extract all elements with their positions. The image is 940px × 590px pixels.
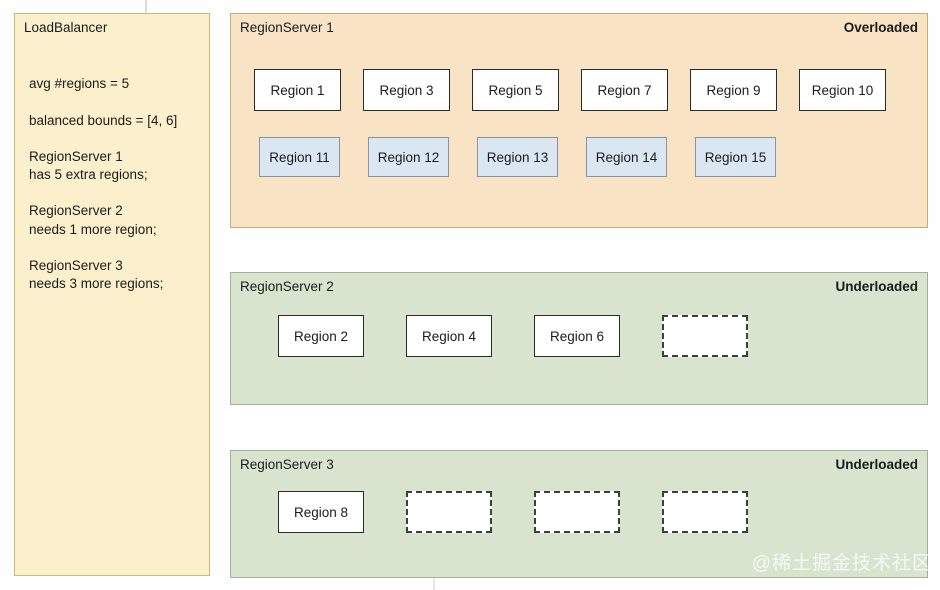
rs3-note-name: RegionServer 3 bbox=[29, 258, 123, 273]
region-box: Region 6 bbox=[534, 315, 620, 357]
rs2-note-name: RegionServer 2 bbox=[29, 203, 123, 218]
artifact-tick-top bbox=[145, 0, 147, 13]
rs3-note-detail: needs 3 more regions; bbox=[29, 276, 164, 291]
balanced-bounds-note: balanced bounds = [4, 6] bbox=[29, 113, 178, 128]
regionserver-2-panel: RegionServer 2 Underloaded Region 2 Regi… bbox=[230, 272, 928, 405]
rs2-note-detail: needs 1 more region; bbox=[29, 222, 157, 237]
regionserver-1-title: RegionServer 1 bbox=[240, 20, 334, 35]
empty-region-slot bbox=[534, 491, 620, 533]
empty-region-slot bbox=[662, 315, 748, 357]
watermark: @稀土掘金技术社区 bbox=[751, 553, 932, 574]
load-balancer-title: LoadBalancer bbox=[24, 20, 108, 35]
region-box: Region 9 bbox=[690, 69, 777, 111]
region-box: Region 8 bbox=[278, 491, 364, 533]
artifact-tick-bottom bbox=[433, 577, 435, 590]
load-balancer-panel: LoadBalancer avg #regions = 5 balanced b… bbox=[14, 13, 210, 576]
region-box-moving: Region 14 bbox=[586, 137, 667, 177]
region-box: Region 1 bbox=[254, 69, 341, 111]
regionserver-2-title: RegionServer 2 bbox=[240, 279, 334, 294]
region-box: Region 3 bbox=[363, 69, 450, 111]
region-box: Region 4 bbox=[406, 315, 492, 357]
regionserver-3-status: Underloaded bbox=[835, 457, 918, 472]
region-box: Region 10 bbox=[799, 69, 886, 111]
region-box-moving: Region 15 bbox=[695, 137, 776, 177]
empty-region-slot bbox=[662, 491, 748, 533]
avg-regions-note: avg #regions = 5 bbox=[29, 76, 130, 91]
region-box: Region 7 bbox=[581, 69, 668, 111]
region-box: Region 2 bbox=[278, 315, 364, 357]
empty-region-slot bbox=[406, 491, 492, 533]
region-box-moving: Region 11 bbox=[259, 137, 340, 177]
regionserver-2-status: Underloaded bbox=[835, 279, 918, 294]
rs1-note-name: RegionServer 1 bbox=[29, 149, 123, 164]
region-box-moving: Region 13 bbox=[477, 137, 558, 177]
region-box: Region 5 bbox=[472, 69, 559, 111]
region-box-moving: Region 12 bbox=[368, 137, 449, 177]
regionserver-1-status: Overloaded bbox=[843, 20, 918, 35]
rs1-note-detail: has 5 extra regions; bbox=[29, 167, 148, 182]
regionserver-3-panel: RegionServer 3 Underloaded Region 8 bbox=[230, 450, 928, 578]
regionserver-3-title: RegionServer 3 bbox=[240, 457, 334, 472]
regionserver-1-panel: RegionServer 1 Overloaded Region 1 Regio… bbox=[230, 13, 928, 228]
